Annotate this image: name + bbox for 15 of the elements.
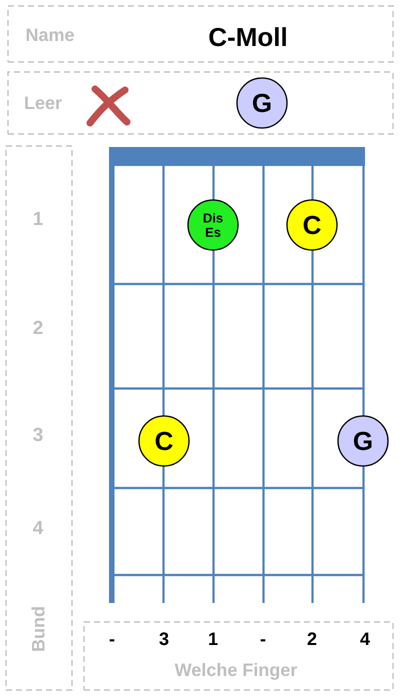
fret-number: 1: [34, 212, 43, 225]
field-label: Leer: [25, 96, 62, 110]
finger-number: 2: [308, 632, 316, 645]
field-label: Name: [26, 28, 74, 42]
field-label: Welche Finger: [174, 662, 298, 680]
finger-number: 3: [159, 632, 168, 646]
fret-number: 3: [33, 428, 43, 442]
field-label: Bund: [31, 607, 45, 651]
fret-number: 2: [33, 320, 43, 334]
finger-number: -: [110, 639, 114, 642]
finger-number: 1: [209, 632, 218, 645]
finger-number: 4: [360, 632, 370, 645]
finger-number: -: [260, 639, 266, 642]
chord-name: C-Moll: [209, 27, 286, 46]
fret-number: 4: [33, 520, 44, 534]
